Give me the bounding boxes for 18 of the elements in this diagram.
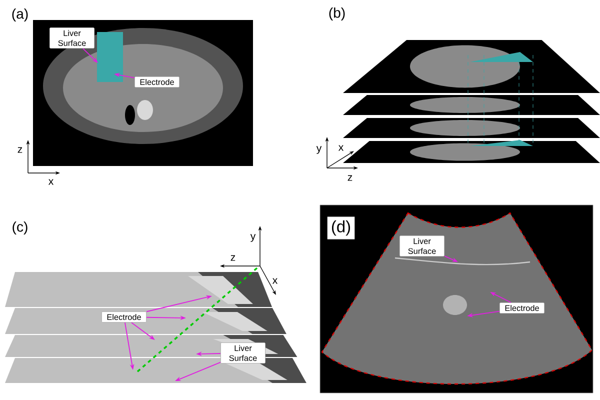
axis-label: y xyxy=(316,146,322,154)
axis-label: x xyxy=(48,179,54,185)
callout-box: Electrode xyxy=(499,302,545,314)
callout-box: Liver Surface xyxy=(399,235,445,257)
callout-box: Electrode xyxy=(134,76,180,88)
callout-box: Liver Surface xyxy=(49,27,95,49)
panel-letter: (a) xyxy=(12,8,28,22)
axis-label: x xyxy=(338,145,344,151)
axis-label: z xyxy=(348,175,352,181)
panel-letter-box: (d) xyxy=(327,216,355,240)
axis-label: y xyxy=(250,234,256,242)
axis-label: x xyxy=(272,278,278,284)
callout-box: Electrode xyxy=(101,311,147,323)
axis-label: z xyxy=(18,147,22,153)
axis-label: z xyxy=(230,255,236,261)
panel-letter: (b) xyxy=(329,7,345,21)
callout-box: Liver Surface xyxy=(220,342,266,364)
panel-letter: (c) xyxy=(12,221,28,235)
